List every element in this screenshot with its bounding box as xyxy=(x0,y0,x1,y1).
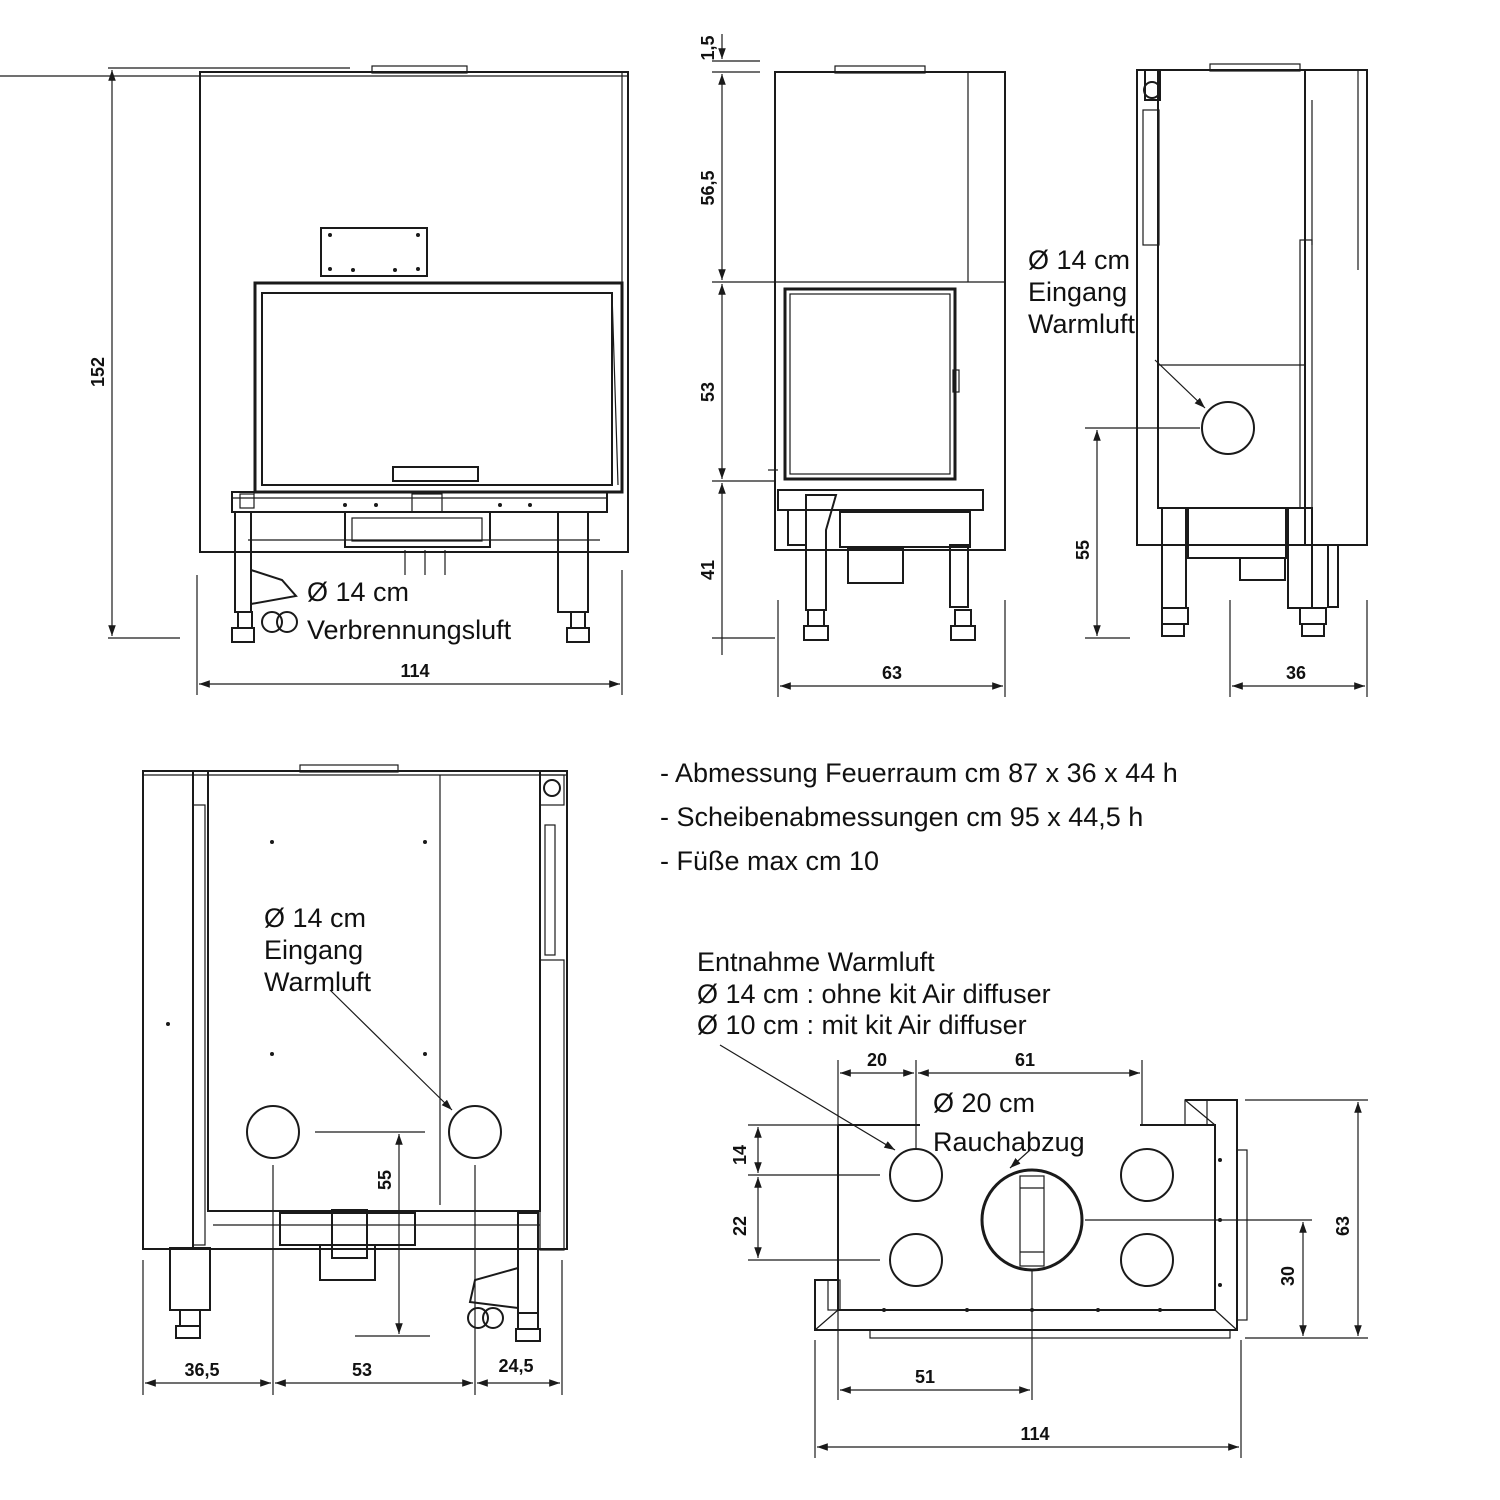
note-feet: - Füße max cm 10 xyxy=(660,846,879,876)
top-dim-bottom-total: 114 xyxy=(1020,1424,1049,1444)
top-dim-right-inner: 30 xyxy=(1278,1266,1298,1286)
top-dim-right-height: 63 xyxy=(1333,1216,1353,1236)
rear-label-2: Eingang xyxy=(264,935,363,965)
top-title-1: Entnahme Warmluft xyxy=(697,947,935,977)
rear-height-dim: 55 xyxy=(375,1170,395,1190)
warm-air-inlet xyxy=(1201,401,1255,455)
note-glass: - Scheibenabmessungen cm 95 x 44,5 h xyxy=(660,802,1143,832)
rear-view: 55 36,5 53 24,5 Ø 14 cm Eingang Warmluft xyxy=(142,764,568,1395)
right-view: 55 36 Ø 14 cm Eingang Warmluft xyxy=(1028,63,1368,697)
side-dim-middle: 53 xyxy=(698,382,718,402)
warm-air-inlet-left xyxy=(246,1105,300,1159)
side-view: 1,5 56,5 53 41 63 xyxy=(698,34,1006,697)
flue-outlet xyxy=(980,1168,1084,1272)
right-label-3: Warmluft xyxy=(1028,309,1135,339)
side-dim-top: 1,5 xyxy=(698,35,718,60)
right-width-dim: 36 xyxy=(1286,663,1306,683)
top-dim-span: 61 xyxy=(1015,1050,1035,1070)
top-dim-left: 20 xyxy=(867,1050,887,1070)
note-firebox: - Abmessung Feuerraum cm 87 x 36 x 44 h xyxy=(660,758,1178,788)
inspection-panel xyxy=(320,227,428,277)
outlet-hole-3 xyxy=(1120,1148,1174,1202)
warm-air-inlet-right xyxy=(448,1105,502,1159)
rear-dim-center: 53 xyxy=(352,1360,372,1380)
side-width-dim: 63 xyxy=(882,663,902,683)
side-dim-lower: 41 xyxy=(698,560,718,580)
top-flue-1: Ø 20 cm xyxy=(933,1088,1035,1118)
top-title-2: Ø 14 cm : ohne kit Air diffuser xyxy=(697,979,1051,1009)
top-dim-bottom-inner: 51 xyxy=(915,1367,935,1387)
top-view: Entnahme Warmluft Ø 14 cm : ohne kit Air… xyxy=(697,947,1368,1458)
door-handle xyxy=(392,466,479,482)
front-air-label-1: Ø 14 cm xyxy=(307,577,409,607)
top-dim-v-lower: 22 xyxy=(730,1216,750,1236)
rear-dim-left: 36,5 xyxy=(184,1360,219,1380)
right-label-2: Eingang xyxy=(1028,277,1127,307)
front-height-dim: 152 xyxy=(88,357,108,387)
top-dim-v-upper: 14 xyxy=(730,1145,750,1165)
outlet-hole-4 xyxy=(1120,1233,1174,1287)
rear-label-1: Ø 14 cm xyxy=(264,903,366,933)
outlet-hole-1 xyxy=(889,1148,943,1202)
specifications: - Abmessung Feuerraum cm 87 x 36 x 44 h … xyxy=(660,758,1178,876)
front-view: 152 114 Ø 14 cm Verbrennungsluft xyxy=(0,65,629,695)
front-air-label-2: Verbrennungsluft xyxy=(307,615,512,645)
right-label-1: Ø 14 cm xyxy=(1028,245,1130,275)
glass-door xyxy=(253,281,624,494)
side-dim-upper: 56,5 xyxy=(698,170,718,205)
front-width-dim: 114 xyxy=(400,661,429,681)
top-flue-2: Rauchabzug xyxy=(933,1127,1085,1157)
top-title-3: Ø 10 cm : mit kit Air diffuser xyxy=(697,1010,1027,1040)
rear-label-3: Warmluft xyxy=(264,967,371,997)
outlet-hole-2 xyxy=(889,1233,943,1287)
right-height-dim: 55 xyxy=(1073,540,1093,560)
rear-dim-right: 24,5 xyxy=(498,1356,533,1376)
